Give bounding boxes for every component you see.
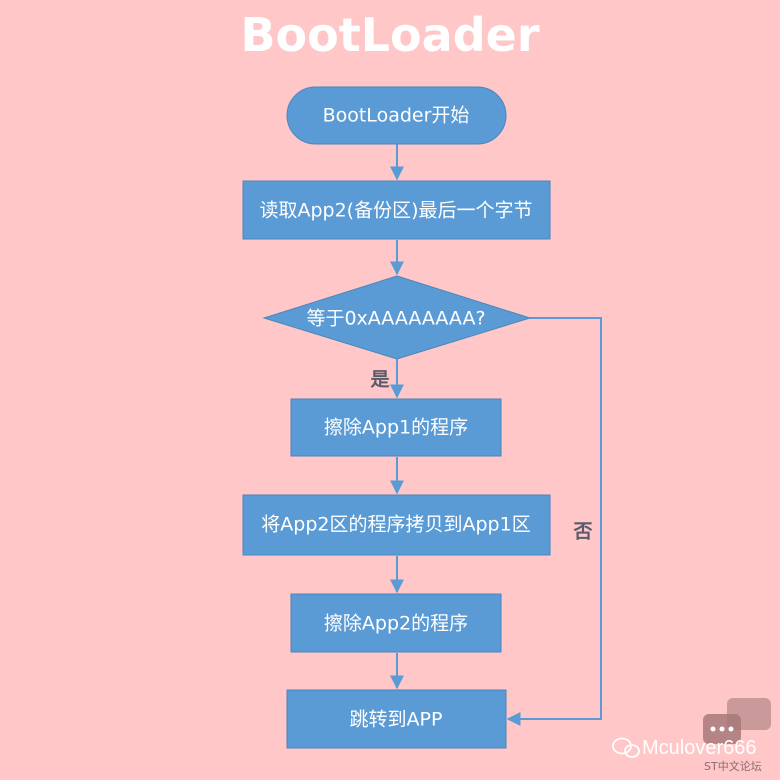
decision-node-label: 等于0xAAAAAAAA? [306, 308, 485, 330]
erase-app1-node [290, 398, 502, 457]
yes-label: 是 [370, 369, 389, 391]
erase-app2-label: 擦除App2的程序 [324, 613, 468, 635]
copy-node-label: 将App2区的程序拷贝到App1区 [261, 514, 530, 536]
watermark-name: Mculover666 [642, 737, 757, 759]
erase-app1-label: 擦除App1的程序 [324, 417, 468, 439]
connectors [390, 144, 602, 726]
jump-node-label: 跳转到APP [350, 709, 443, 731]
arrow-decision-no [506, 317, 602, 726]
erase-app2-node [290, 593, 502, 653]
watermark: Mculover666 ST中文论坛 [612, 698, 771, 773]
copy-node [242, 494, 551, 556]
no-label: 否 [572, 521, 592, 543]
watermark-sub: ST中文论坛 [704, 759, 762, 773]
jump-node [286, 689, 507, 749]
diagram-title: BootLoader [240, 8, 540, 62]
chat-bubbles-icon [703, 698, 771, 744]
decision-node [262, 275, 532, 360]
wechat-icon [612, 737, 640, 758]
read-node [242, 180, 551, 240]
start-node [286, 86, 507, 145]
read-node-label: 读取App2(备份区)最后一个字节 [259, 200, 532, 222]
start-node-label: BootLoader开始 [323, 105, 470, 127]
